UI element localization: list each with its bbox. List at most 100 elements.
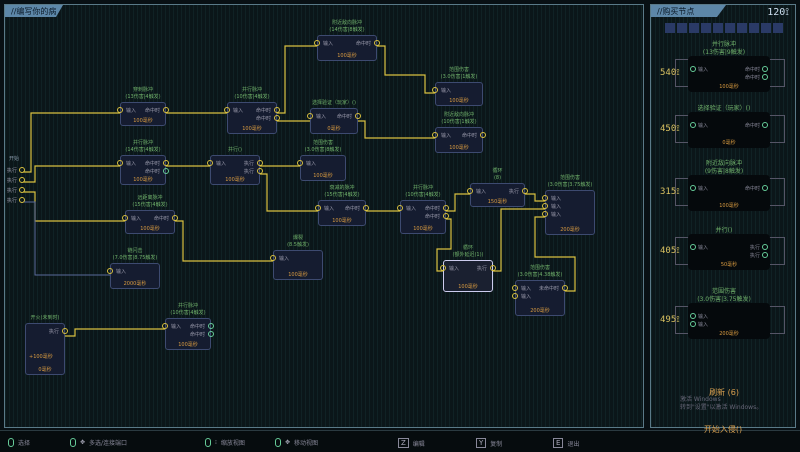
- output-port[interactable]: [490, 265, 496, 271]
- filter-slot[interactable]: [761, 23, 771, 33]
- wire: [23, 112, 120, 173]
- node-body: [318, 200, 366, 226]
- output-port[interactable]: [274, 115, 280, 121]
- input-port[interactable]: [122, 215, 128, 221]
- input-port[interactable]: [162, 323, 168, 329]
- filter-slot[interactable]: [737, 23, 747, 33]
- start-node[interactable]: 开始 执行执行执行执行: [7, 155, 25, 211]
- refresh-button[interactable]: 刷新 (6): [709, 388, 739, 397]
- output-port[interactable]: [274, 107, 280, 113]
- input-port[interactable]: [270, 255, 276, 261]
- port-label: 命中时: [144, 108, 160, 114]
- filter-slot[interactable]: [725, 23, 735, 33]
- input-port[interactable]: [467, 188, 473, 194]
- output-port[interactable]: [363, 205, 369, 211]
- output-port[interactable]: [172, 215, 178, 221]
- filter-slot[interactable]: [677, 23, 687, 33]
- input-port[interactable]: [224, 107, 230, 113]
- output-port[interactable]: [443, 205, 449, 211]
- input-port[interactable]: [512, 285, 518, 291]
- output-port[interactable]: [374, 40, 380, 46]
- output-port[interactable]: [163, 160, 169, 166]
- output-port[interactable]: [163, 107, 169, 113]
- output-port[interactable]: [257, 168, 263, 174]
- category-filter[interactable]: [665, 23, 783, 33]
- filter-slot[interactable]: [665, 23, 675, 33]
- output-port[interactable]: [19, 167, 25, 173]
- output-port[interactable]: [355, 113, 361, 119]
- node-delay: 100毫秒: [313, 173, 333, 179]
- port-label: 执行: [7, 178, 18, 184]
- filter-slot[interactable]: [701, 23, 711, 33]
- input-port[interactable]: [307, 113, 313, 119]
- output-port[interactable]: [443, 213, 449, 219]
- output-port[interactable]: [62, 328, 68, 334]
- filter-slot[interactable]: [749, 23, 759, 33]
- input-port[interactable]: [297, 160, 303, 166]
- input-port[interactable]: [117, 107, 123, 113]
- port-label: 命中时: [344, 206, 360, 212]
- input-port[interactable]: [207, 160, 213, 166]
- output-port[interactable]: [480, 132, 486, 138]
- input-port[interactable]: [512, 293, 518, 299]
- output-port[interactable]: [522, 188, 528, 194]
- output-port[interactable]: [163, 168, 169, 174]
- output-port[interactable]: [19, 187, 25, 193]
- input-port[interactable]: [314, 40, 320, 46]
- input-port[interactable]: [440, 265, 446, 271]
- node-title: 附近敌向脉冲: [331, 20, 362, 26]
- filter-slot[interactable]: [773, 23, 783, 33]
- input-port[interactable]: [542, 203, 548, 209]
- output-port[interactable]: [257, 160, 263, 166]
- input-port[interactable]: [117, 160, 123, 166]
- input-port[interactable]: [432, 87, 438, 93]
- input-port[interactable]: [542, 211, 548, 217]
- shop-item-delay: 100毫秒: [719, 203, 739, 209]
- output-port[interactable]: [208, 331, 214, 337]
- output-port[interactable]: [19, 177, 25, 183]
- filter-slot[interactable]: [689, 23, 699, 33]
- input-port[interactable]: [542, 195, 548, 201]
- output-port[interactable]: [208, 323, 214, 329]
- output-port[interactable]: [562, 285, 568, 291]
- input-port[interactable]: [107, 268, 113, 274]
- output-port[interactable]: [19, 197, 25, 203]
- input-port[interactable]: [432, 132, 438, 138]
- shop-item-title: 选择验证（玩家）(): [697, 105, 751, 112]
- input-port[interactable]: [397, 205, 403, 211]
- start-hack-button[interactable]: 开始入侵(): [703, 425, 743, 434]
- filter-slot[interactable]: [713, 23, 723, 33]
- input-port[interactable]: [315, 205, 321, 211]
